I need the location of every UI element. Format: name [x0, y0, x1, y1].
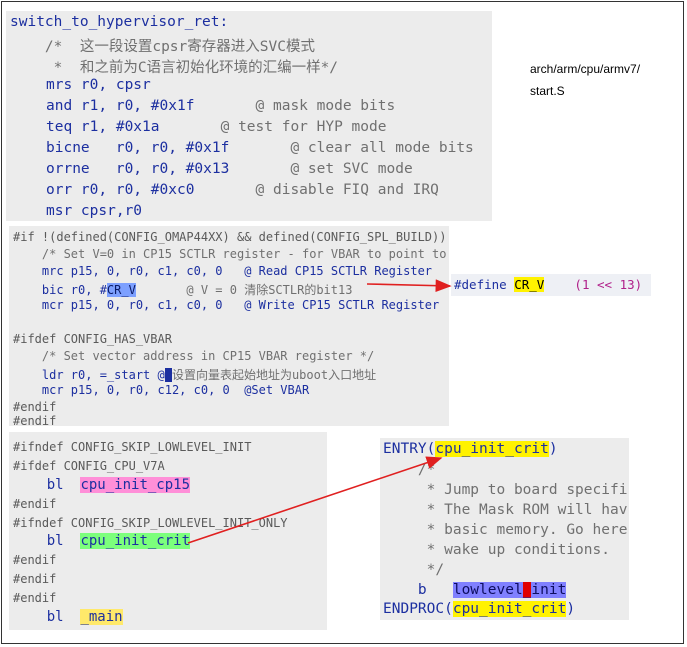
- code-line: #endif: [13, 553, 57, 567]
- code-line: #if !(defined(CONFIG_OMAP44XX) && define…: [13, 230, 447, 244]
- code-line: mrc p15, 0, r0, c1, c0, 0 @ Read CP15 SC…: [13, 264, 433, 278]
- code-line: teq r1, #0x1a @ test for HYP mode: [46, 119, 387, 135]
- code-line: ldr r0, =_start @ 设置向量表起始地址为uboot入口地址: [13, 368, 377, 382]
- code-line: mcr p15, 0, r0, c1, c0, 0 @ Write CP15 S…: [13, 298, 440, 312]
- code-panel-hypervisor: switch_to_hypervisor_ret: /* 这一段设置cpsr寄存…: [6, 11, 492, 221]
- code-line: #ifndef CONFIG_SKIP_LOWLEVEL_INIT: [13, 440, 252, 454]
- code-line: #endif: [13, 591, 57, 605]
- code-line: ENTRY(cpu_init_crit): [383, 441, 558, 457]
- code-line: bl cpu_init_cp15: [13, 477, 191, 493]
- code-line: bic r0, #CR_V @ V = 0 清除SCTLR的bit13: [13, 283, 353, 297]
- highlight-init: init: [531, 582, 567, 598]
- code-panel-cpu-init-crit: ENTRY(cpu_init_crit) /* * Jump to board …: [380, 438, 629, 620]
- code-line: and r1, r0, #0x1f @ mask mode bits: [46, 98, 396, 114]
- highlight-endproc-name: cpu_init_crit: [452, 601, 567, 617]
- code-line: #ifdef CONFIG_CPU_V7A: [13, 459, 165, 473]
- code-panel-lowlevel: #ifndef CONFIG_SKIP_LOWLEVEL_INIT #ifdef…: [9, 432, 327, 630]
- highlight-cr-v: CR_V: [106, 283, 136, 297]
- code-line: bl _main: [13, 609, 123, 625]
- code-line: #endif: [13, 400, 57, 414]
- highlight-cr-v-define: CR_V: [514, 277, 545, 292]
- code-comment: * 和之前为C语言初始化环境的汇编一样*/: [10, 60, 339, 76]
- code-line: b lowlevel_init: [383, 582, 567, 598]
- highlight-cpu-init-cp15: cpu_init_cp15: [80, 477, 191, 493]
- code-comment: * basic memory. Go here: [383, 522, 628, 538]
- code-line: orrne r0, r0, #0x13 @ set SVC mode: [46, 161, 413, 177]
- code-line: #ifndef CONFIG_SKIP_LOWLEVEL_INIT_ONLY: [13, 516, 288, 530]
- file-path-note: start.S: [530, 84, 565, 98]
- define-snippet: #define CR_V (1 << 13): [451, 274, 651, 296]
- highlight-lowlevel: lowlevel: [452, 582, 523, 598]
- code-line: orr r0, r0, #0xc0 @ disable FIQ and IRQ: [46, 182, 439, 198]
- code-line: msr cpsr,r0: [46, 203, 143, 219]
- code-line: bl cpu_init_crit: [13, 533, 191, 549]
- code-line: #ifdef CONFIG_HAS_VBAR: [13, 332, 172, 346]
- code-comment: */: [383, 562, 445, 578]
- code-comment: * wake up conditions.: [383, 542, 610, 558]
- code-comment: /* 这一段设置cpsr寄存器进入SVC模式: [10, 39, 315, 55]
- code-comment: /* Set vector address in CP15 VBAR regis…: [13, 349, 375, 363]
- text-cursor: [164, 368, 172, 382]
- code-line: mcr p15, 0, r0, c12, c0, 0 @Set VBAR: [13, 383, 310, 397]
- file-path-note: arch/arm/cpu/armv7/: [530, 62, 641, 76]
- code-line: ENDPROC(cpu_init_crit): [383, 601, 576, 617]
- code-line: #endif: [13, 497, 57, 511]
- code-comment: /*: [383, 462, 436, 478]
- code-panel-sctlr: #if !(defined(CONFIG_OMAP44XX) && define…: [9, 226, 449, 426]
- code-line: bicne r0, r0, #0x1f @ clear all mode bit…: [46, 140, 474, 156]
- highlight-underscore: _: [522, 582, 532, 598]
- highlight-entry-name: cpu_init_crit: [435, 441, 549, 457]
- code-comment: * Jump to board specifi: [383, 482, 628, 498]
- code-line: #endif: [13, 414, 57, 426]
- code-line: #endif: [13, 572, 57, 586]
- code-line: mrs r0, cpsr: [46, 77, 151, 93]
- code-label: switch_to_hypervisor_ret:: [10, 14, 229, 30]
- highlight-main: _main: [80, 609, 123, 625]
- code-comment: * The Mask ROM will hav: [383, 502, 628, 518]
- highlight-cpu-init-crit: cpu_init_crit: [80, 533, 191, 549]
- code-comment: /* Set V=0 in CP15 SCTLR register - for …: [13, 247, 447, 261]
